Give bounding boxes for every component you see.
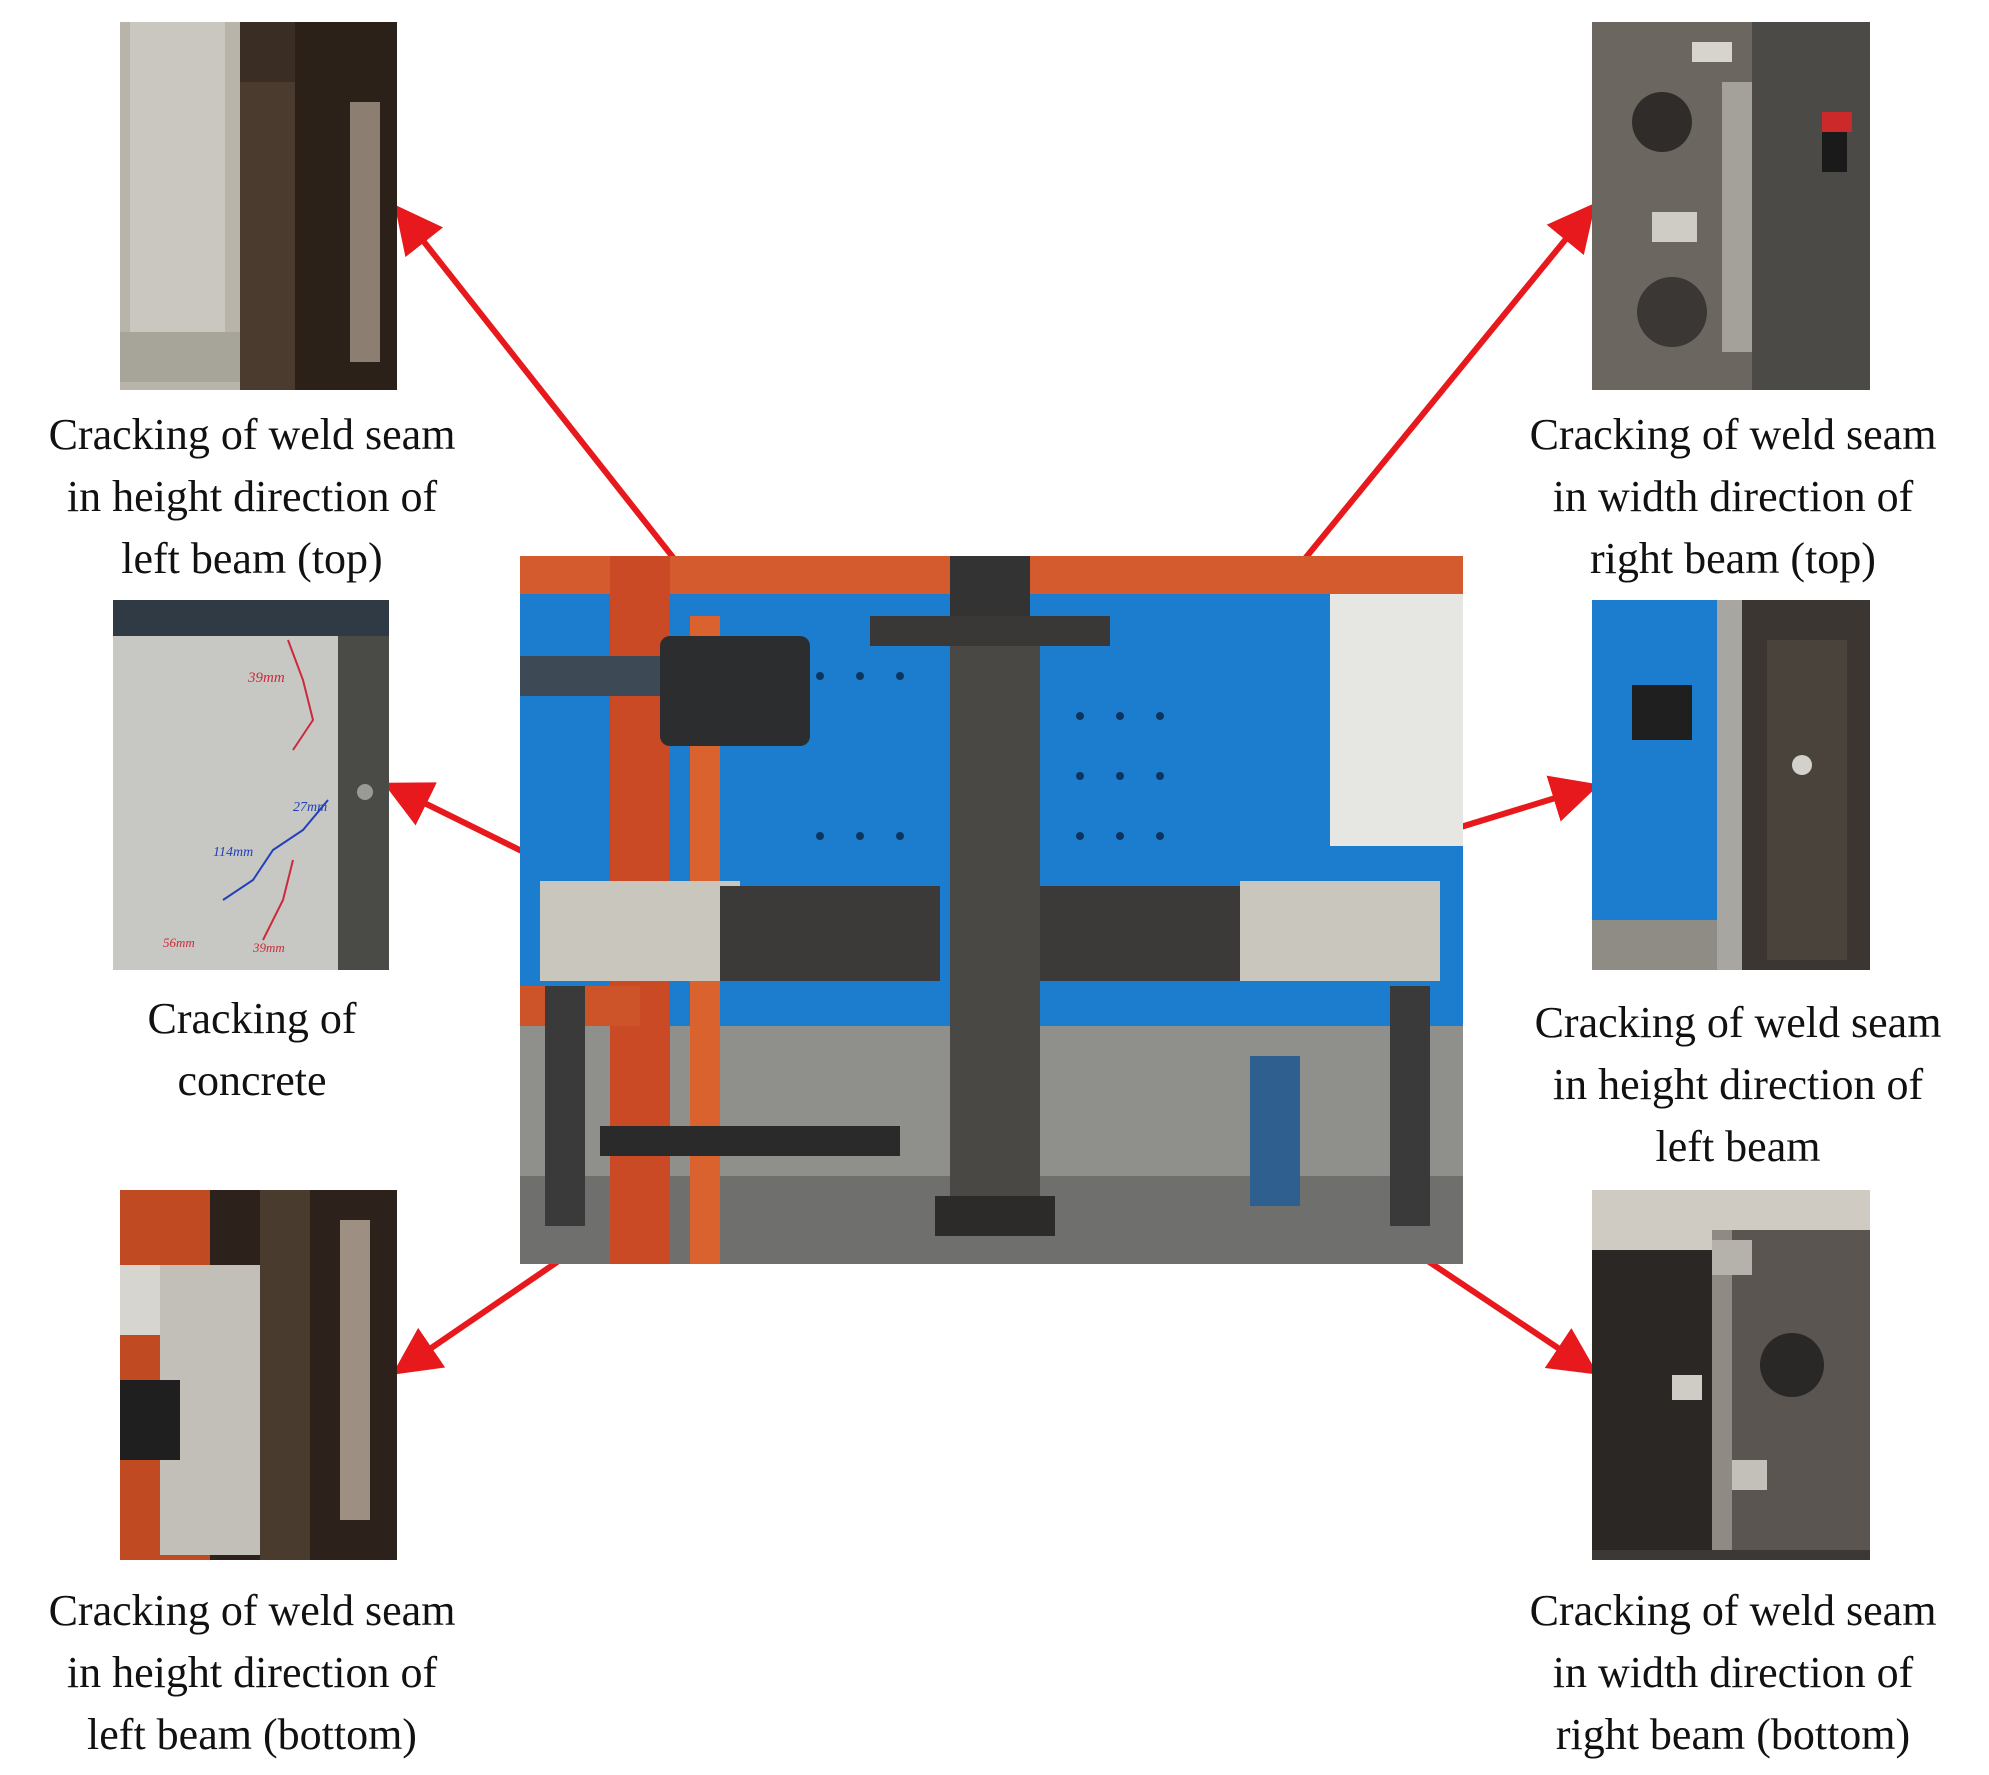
caption-left-middle: Cracking of concrete (147, 994, 357, 1105)
crack-label-a5: 39mm (253, 940, 285, 955)
photo-right-beam-weld-bottom (1592, 1190, 1870, 1560)
photo-left-beam-weld-top (120, 22, 397, 390)
crack-label-a4: 56mm (163, 935, 195, 950)
center-photo-test-setup (520, 556, 1463, 1264)
photo-left-beam-weld-bottom (120, 1190, 397, 1560)
crack-label-a2: 27mm (293, 800, 328, 815)
caption-left-bottom: Cracking of weld seam in height directio… (48, 1586, 456, 1759)
crack-label-a1: 39mm (248, 670, 285, 686)
caption-left-top: Cracking of weld seam in height directio… (48, 410, 456, 583)
caption-right-bottom: Cracking of weld seam in width direction… (1529, 1586, 1937, 1759)
photo-right-beam-weld-top (1592, 22, 1870, 390)
photo-concrete-cracking: 39mm 27mm 114mm 56mm 39mm (113, 600, 389, 970)
caption-right-top: Cracking of weld seam in width direction… (1529, 410, 1937, 583)
caption-right-middle: Cracking of weld seam in height directio… (1534, 998, 1942, 1171)
photo-right-beam-weld-height (1592, 600, 1870, 970)
crack-label-a3: 114mm (213, 845, 254, 860)
